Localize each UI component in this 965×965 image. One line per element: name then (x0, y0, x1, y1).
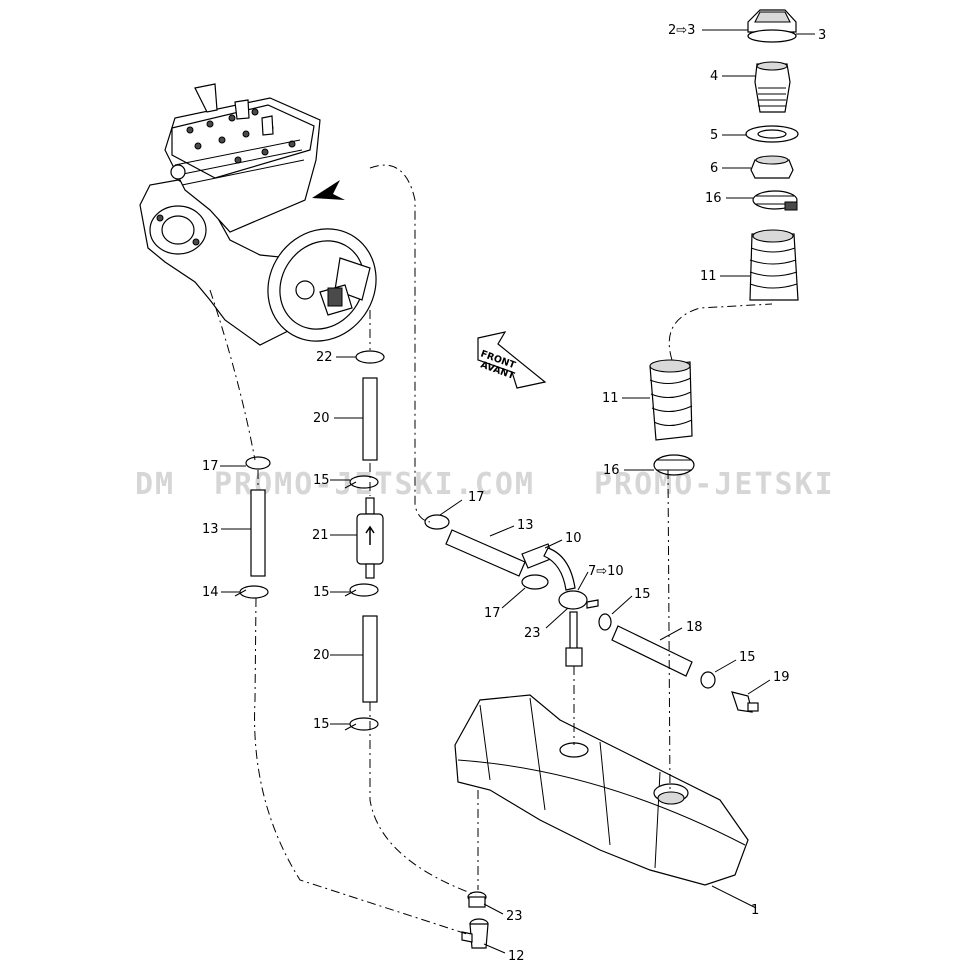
callout-4: 4 (710, 69, 718, 84)
callout-19: 19 (773, 670, 790, 685)
callout-3: 3 (818, 28, 826, 43)
callout-18: 18 (686, 620, 703, 635)
callout-15-a: 15 (313, 473, 330, 488)
fuel-tank (454, 694, 749, 886)
engine-illustration (139, 83, 377, 346)
callout-23-bottom: 23 (506, 909, 523, 924)
bottom-fittings (461, 891, 489, 949)
callout-14: 14 (202, 585, 219, 600)
callout-15-c: 15 (313, 717, 330, 732)
callout-10: 10 (565, 531, 582, 546)
callout-6: 6 (710, 161, 718, 176)
callout-12: 12 (508, 949, 525, 964)
callout-11-upper: 11 (700, 269, 717, 284)
callout-1: 1 (751, 903, 759, 918)
callout-17-lower: 17 (484, 606, 501, 621)
watermark-right: PROMO-JETSKI (594, 467, 835, 502)
callout-15-e: 15 (739, 650, 756, 665)
callout-16-upper: 16 (705, 191, 722, 206)
callout-5: 5 (710, 128, 718, 143)
callout-labels: 2⇨3 3 4 5 6 16 11 11 16 22 20 17 15 13 2… (202, 23, 826, 964)
watermark: DM PROMO-JETSKI.COM PROMO-JETSKI (135, 467, 835, 502)
callout-13-middle: 13 (517, 518, 534, 533)
callout-23-tee: 23 (524, 626, 541, 641)
watermark-left: DM (135, 467, 175, 502)
callout-20-upper: 20 (313, 411, 330, 426)
callout-16-lower: 16 (603, 463, 620, 478)
callout-22: 22 (316, 350, 333, 365)
front-direction-arrow: FRONT AVANT (477, 331, 547, 389)
hose-column-center (344, 350, 385, 731)
callout-17-middle: 17 (468, 490, 485, 505)
callout-2-3: 2⇨3 (668, 23, 695, 38)
fuel-lines-middle (424, 514, 759, 713)
callout-15-d: 15 (634, 587, 651, 602)
callout-15-b: 15 (313, 585, 330, 600)
callout-21: 21 (312, 528, 329, 543)
callout-13-left: 13 (202, 522, 219, 537)
leader-lines (220, 29, 815, 954)
callout-11-lower: 11 (602, 391, 619, 406)
hose-column-left (234, 456, 271, 599)
callout-17-left: 17 (202, 459, 219, 474)
filler-hose-lower (649, 359, 695, 476)
routing-lines (209, 164, 773, 936)
callout-7-10: 7⇨10 (588, 564, 624, 579)
filler-cap-assembly (745, 9, 799, 301)
callout-20-lower: 20 (313, 648, 330, 663)
